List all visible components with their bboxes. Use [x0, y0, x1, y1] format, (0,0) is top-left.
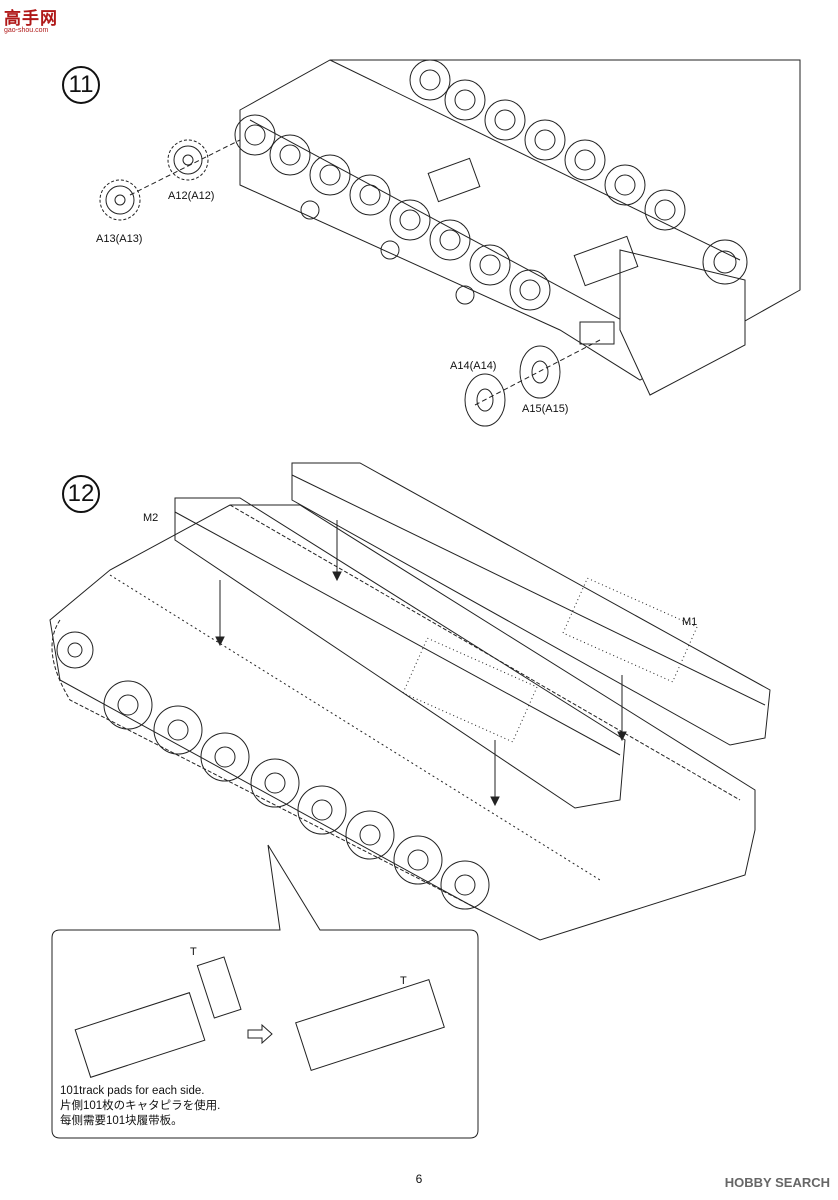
idler-wheel-a14: [464, 373, 506, 427]
detail-marker-t-after: T: [400, 975, 407, 987]
placement-arrows: [215, 520, 627, 807]
hobby-search-logo: HOBBY SEARCH: [724, 1175, 830, 1190]
idler-wheel-a15: [519, 345, 561, 399]
track-links-after: [295, 978, 445, 1072]
part-label-a12: A12(A12): [168, 190, 215, 202]
track-links-before: [74, 956, 242, 1078]
part-label-m1: M1: [682, 616, 698, 628]
fender-m1-drawing: [291, 462, 771, 746]
step-11-number: 11: [62, 66, 100, 104]
watermark-text: 高手网: [4, 9, 58, 28]
track-road-wheels: [56, 631, 490, 910]
part-label-a15: A15(A15): [522, 403, 569, 415]
road-wheels-row-2: [234, 114, 551, 311]
return-rollers: [300, 200, 475, 305]
page-number: 6: [415, 1172, 423, 1186]
note-chinese: 每侧需要101块履带板。: [60, 1115, 183, 1127]
step-12-number: 12: [62, 475, 100, 513]
hull-underside-drawing: [234, 59, 801, 396]
note-japanese: 片側101枚のキャタピラを使用.: [60, 1100, 221, 1112]
site-watermark: 高手网 gao-shou.com: [4, 4, 58, 34]
part-label-m2: M2: [143, 512, 159, 524]
assembly-arrow: [247, 1023, 273, 1045]
note-english: 101track pads for each side.: [60, 1085, 205, 1097]
part-label-a14: A14(A14): [450, 360, 497, 372]
road-wheels-row-1: [409, 59, 748, 285]
part-label-a13: A13(A13): [96, 233, 143, 245]
track-pad-note: 101track pads for each side. 片側101枚のキャタピ…: [60, 1084, 220, 1129]
track-run: [49, 504, 756, 941]
sprocket-a13: [99, 179, 141, 221]
watermark-url: gao-shou.com: [4, 27, 49, 34]
detail-callout-box: [51, 844, 479, 1139]
fender-m2-drawing: [174, 497, 626, 809]
sprocket-a12: [167, 139, 209, 181]
detail-marker-t-before: T: [190, 946, 197, 958]
